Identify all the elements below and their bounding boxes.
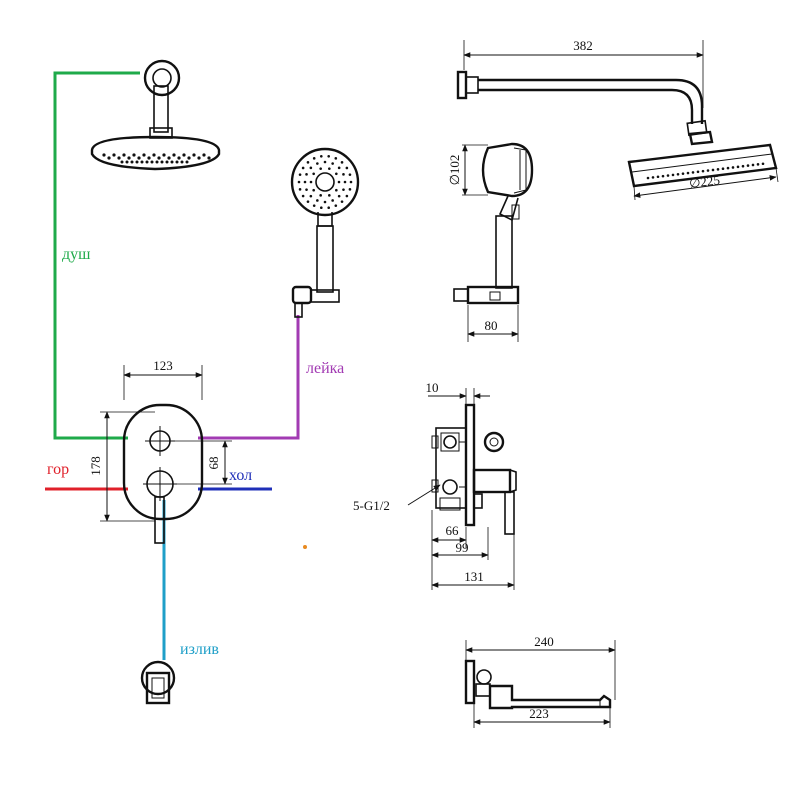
handheld-diameter-label: ∅102 [447,155,462,186]
stray-dot [303,545,307,549]
plate-width-label: 123 [153,358,173,373]
dim-depths: 66 99 131 [431,510,515,590]
spout-240-label: 240 [534,634,554,649]
handheld-side-view [453,142,534,305]
spout-side-view [464,659,612,710]
dim-inlet-spacing: 68 [165,440,232,485]
handheld-label: лейка [306,360,344,377]
overhead-shower-icon [90,59,221,171]
head-diameter-label: ∅225 [688,172,720,191]
wall-offset-label: 10 [426,380,439,395]
spout-front-icon [140,660,176,705]
dim-holder-width: 80 [467,305,519,342]
arm-length-label: 382 [573,38,593,53]
thread-label: 5-G1/2 [353,498,390,513]
dim-plate-height: 178 [88,411,155,522]
hot-label: гор [47,461,69,478]
thread-callout: 5-G1/2 [353,484,441,513]
shower-label: душ [62,246,91,263]
dim-wall-offset: 10 [426,380,490,404]
dim-arm-length: 382 [463,38,704,108]
cold-label: хол [229,467,252,484]
spout-223-label: 223 [529,706,549,721]
depth-66-label: 66 [446,523,460,538]
handheld-shower-icon [290,147,360,318]
dim-head-diameter: ∅225 [633,167,779,201]
mixer-side-view [431,403,517,535]
dim-spout-lengths: 240 223 [465,634,616,728]
dim-plate-width: 123 [123,358,203,400]
shower-arm-side-view [456,70,778,188]
handheld-pipe-line [198,315,300,440]
shower-pipe-line [53,71,140,440]
inlet-spacing-label: 68 [206,457,221,470]
holder-width-label: 80 [485,318,498,333]
plate-height-label: 178 [88,456,103,476]
spout-label: излив [180,641,219,658]
dim-handheld-diameter: ∅102 [447,144,488,196]
depth-131-label: 131 [464,569,484,584]
depth-99-label: 99 [456,540,469,555]
